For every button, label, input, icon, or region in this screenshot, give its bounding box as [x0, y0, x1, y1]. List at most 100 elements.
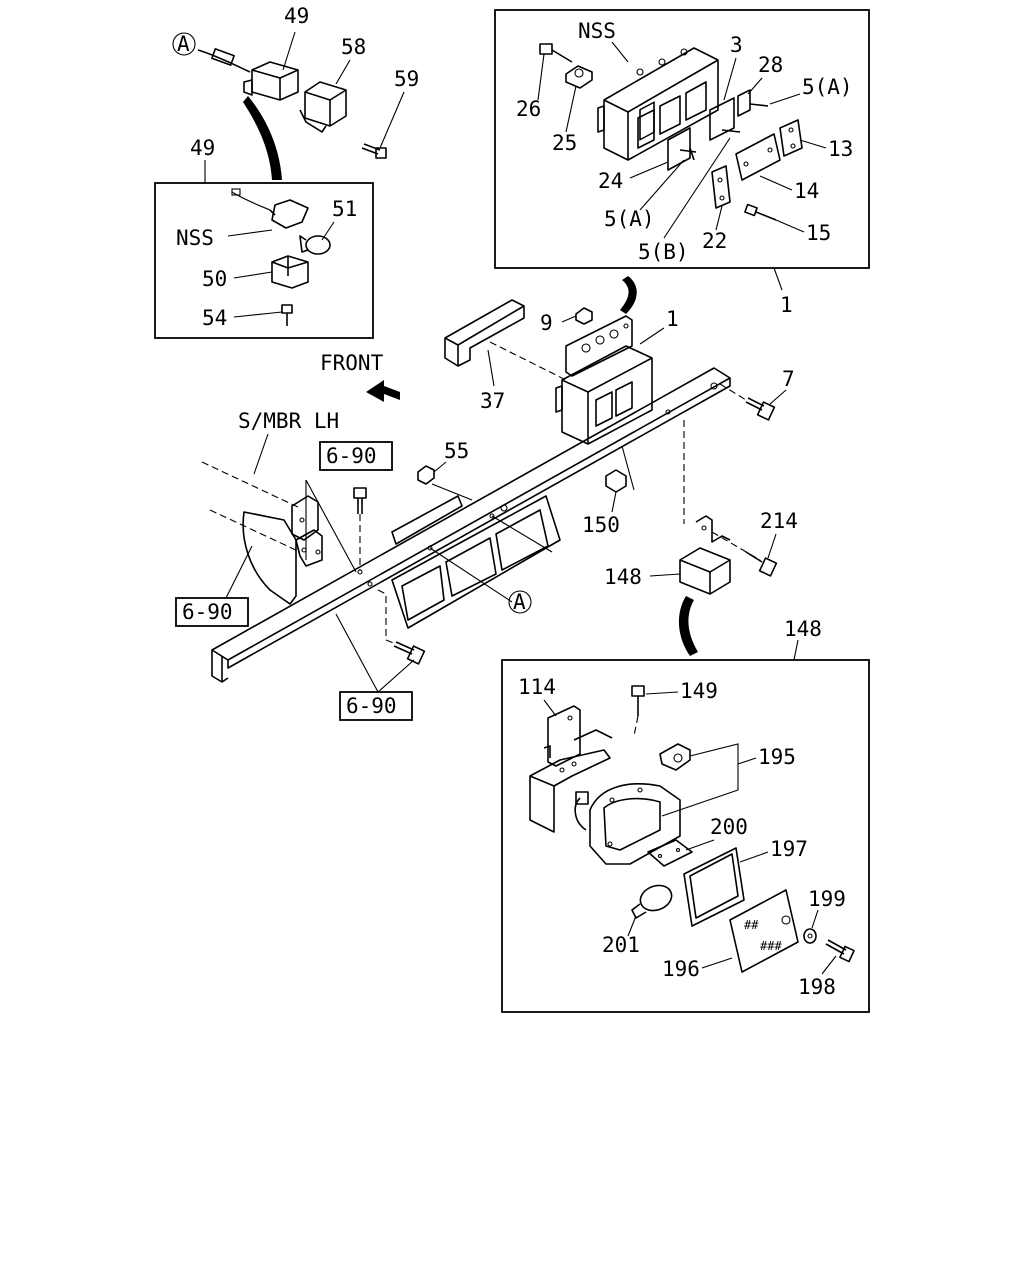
reflector-plate [391, 495, 561, 629]
nut-150 [605, 469, 627, 493]
callout-37: 37 [480, 389, 505, 413]
bracket-50 [271, 255, 309, 289]
callout-24: 24 [598, 169, 623, 193]
callout-49-box: 49 [190, 136, 215, 160]
detail-arrow-148 [678, 596, 698, 656]
reference-a-top-label: A [177, 32, 190, 56]
lamp-housing-detail [597, 47, 719, 161]
detail-box-49 [154, 182, 374, 339]
callout-1-box: 1 [780, 293, 793, 317]
callout-51: 51 [332, 197, 357, 221]
callout-26: 26 [516, 97, 541, 121]
lamp-housing-1 [555, 315, 653, 445]
bolt-26 [539, 43, 573, 63]
side-member-label: S/MBR LH [238, 409, 339, 433]
callout-54: 54 [202, 306, 227, 330]
lamp-assembly-49 [197, 48, 299, 101]
gasket-13 [779, 119, 803, 157]
ref-6-90-label-a: 6-90 [326, 444, 377, 468]
bolt-214 [745, 551, 778, 577]
bracket-114 [529, 705, 613, 833]
detail-arrow-49 [243, 96, 282, 180]
callout-15: 15 [806, 221, 831, 245]
callout-5a-bottom: 5(A) [604, 207, 655, 231]
nss-right-label: NSS [578, 19, 616, 43]
callout-5b: 5(B) [638, 240, 689, 264]
callout-201: 201 [602, 933, 640, 957]
callout-150: 150 [582, 513, 620, 537]
screw-54 [281, 304, 293, 326]
ref-6-90-box-a [319, 441, 393, 471]
bracket-37 [444, 299, 525, 367]
lamp-cover-58 [299, 81, 347, 133]
ref-6-90-box-c [339, 691, 413, 721]
lamp-body-195 [574, 783, 681, 865]
callout-200: 200 [710, 815, 748, 839]
callout-50: 50 [202, 267, 227, 291]
plate-22 [711, 165, 731, 209]
callout-148-box: 148 [784, 617, 822, 641]
screw-59 [361, 143, 387, 159]
nss-left-label: NSS [176, 226, 214, 250]
callout-49-top: 49 [284, 4, 309, 28]
nut-9 [575, 307, 593, 325]
callout-214: 214 [760, 509, 798, 533]
gasket-24 [667, 127, 697, 171]
detail-box-148 [501, 659, 870, 1013]
bulb-51 [299, 235, 331, 255]
callout-198: 198 [798, 975, 836, 999]
detail-box-1 [494, 9, 870, 269]
reference-a-mid-label: A [513, 590, 526, 614]
socket-assembly [231, 188, 309, 229]
screw-149 [631, 685, 645, 716]
bulb-201 [631, 884, 673, 919]
reference-a-top [172, 32, 196, 56]
screw-15 [744, 203, 777, 221]
ref-6-90-label-b: 6-90 [182, 600, 233, 624]
bolt-7 [745, 397, 776, 421]
callout-59: 59 [394, 67, 419, 91]
ref-6-90-label-c: 6-90 [346, 694, 397, 718]
callout-55: 55 [444, 439, 469, 463]
lens-hatch-b-icon: ### [760, 939, 782, 953]
callout-149: 149 [680, 679, 718, 703]
nut-25 [565, 65, 593, 89]
callout-197: 197 [770, 837, 808, 861]
detail-arrow-1 [620, 276, 637, 314]
callout-195: 195 [758, 745, 796, 769]
callout-22: 22 [702, 229, 727, 253]
marker-lamp-148 [679, 515, 731, 595]
callout-14: 14 [794, 179, 819, 203]
reference-a-mid [508, 590, 532, 614]
callout-7: 7 [782, 367, 795, 391]
ref-6-90-box-b [175, 597, 249, 627]
callout-1: 1 [666, 307, 679, 331]
callout-199: 199 [808, 887, 846, 911]
gasket-197 [683, 847, 745, 927]
screw-198 [825, 939, 855, 963]
callout-196: 196 [662, 957, 700, 981]
side-member-lh [201, 461, 323, 605]
bolt-6-90-vertical [353, 487, 367, 514]
front-arrow-icon [366, 380, 400, 402]
front-label: FRONT [320, 351, 384, 375]
gasket-3 [709, 97, 741, 141]
plate-200 [647, 839, 693, 867]
bolt-6-90-bottom [393, 641, 426, 665]
callout-28: 28 [758, 53, 783, 77]
callout-3: 3 [730, 33, 743, 57]
callout-5a-top: 5(A) [802, 75, 853, 99]
callout-25: 25 [552, 131, 577, 155]
clip-195 [659, 743, 691, 771]
callout-114: 114 [518, 675, 556, 699]
nut-55 [417, 465, 435, 485]
washer-199 [803, 928, 817, 944]
lens-14 [735, 133, 781, 181]
callout-148: 148 [604, 565, 642, 589]
callout-13: 13 [828, 137, 853, 161]
gasket-28 [737, 89, 769, 117]
callout-9: 9 [540, 311, 553, 335]
lens-196: ## ### [729, 889, 799, 973]
